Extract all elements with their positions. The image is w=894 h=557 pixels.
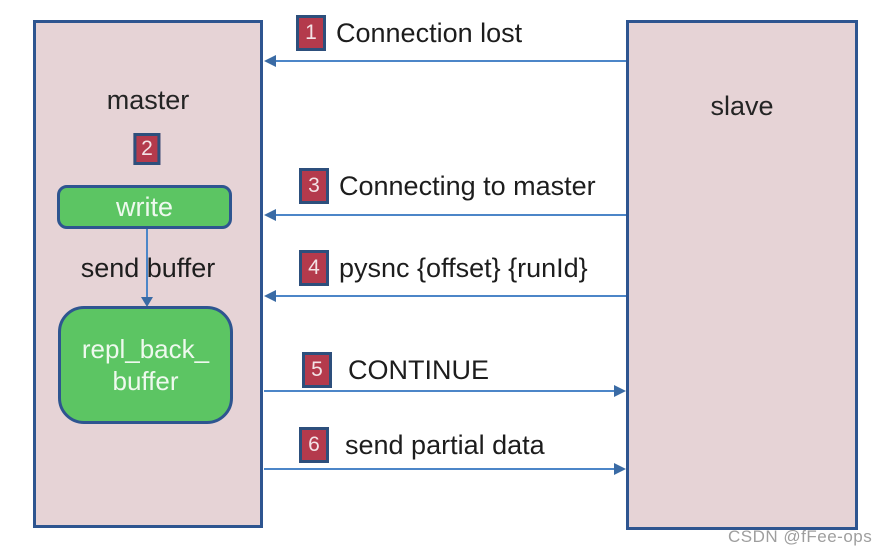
arrow-right-icon bbox=[614, 463, 626, 475]
message-5-arrow-line bbox=[264, 390, 616, 392]
message-3-arrow-line bbox=[274, 214, 626, 216]
message-6: 6 send partial data bbox=[299, 427, 545, 463]
message-6-badge: 6 bbox=[299, 427, 329, 463]
message-3-label: Connecting to master bbox=[339, 170, 596, 201]
write-label: write bbox=[115, 191, 173, 222]
message-4-arrow-line bbox=[274, 295, 626, 297]
message-5-label: CONTINUE bbox=[348, 354, 489, 385]
message-1-label: Connection lost bbox=[336, 17, 523, 48]
message-1: 1 Connection lost bbox=[296, 15, 522, 51]
message-6-arrow-line bbox=[264, 468, 616, 470]
arrow-left-icon bbox=[264, 209, 276, 221]
message-4: 4 pysnc {offset} {runId} bbox=[299, 250, 588, 286]
arrow-left-icon bbox=[264, 290, 276, 302]
master-box: master 2 write send buffer repl_back_ bu… bbox=[33, 20, 263, 528]
master-title: master bbox=[106, 85, 190, 115]
repl-back-buffer-box: repl_back_ buffer bbox=[58, 306, 233, 424]
message-3-badge: 3 bbox=[299, 168, 329, 204]
message-4-label: pysnc {offset} {runId} bbox=[339, 252, 588, 283]
message-1-badge: 1 bbox=[296, 15, 326, 51]
arrow-left-icon bbox=[264, 55, 276, 67]
send-buffer-label: send buffer bbox=[80, 253, 216, 283]
write-to-buffer-arrow-line bbox=[146, 229, 148, 299]
repl-buffer-label-line2: buffer bbox=[112, 366, 179, 396]
message-5-badge: 5 bbox=[302, 352, 332, 388]
arrow-down-icon bbox=[141, 297, 153, 307]
watermark: CSDN @fFee-ops bbox=[728, 527, 873, 546]
message-5: 5 CONTINUE bbox=[302, 352, 489, 388]
repl-buffer-label-line1: repl_back_ bbox=[81, 333, 210, 364]
arrow-right-icon bbox=[614, 385, 626, 397]
step-2-badge: 2 bbox=[133, 133, 161, 165]
write-box: write bbox=[57, 185, 232, 229]
slave-title: slave bbox=[710, 91, 774, 121]
message-1-arrow-line bbox=[274, 60, 626, 62]
message-3: 3 Connecting to master bbox=[299, 168, 596, 204]
slave-box: slave bbox=[626, 20, 858, 530]
message-6-label: send partial data bbox=[345, 429, 545, 460]
message-4-badge: 4 bbox=[299, 250, 329, 286]
